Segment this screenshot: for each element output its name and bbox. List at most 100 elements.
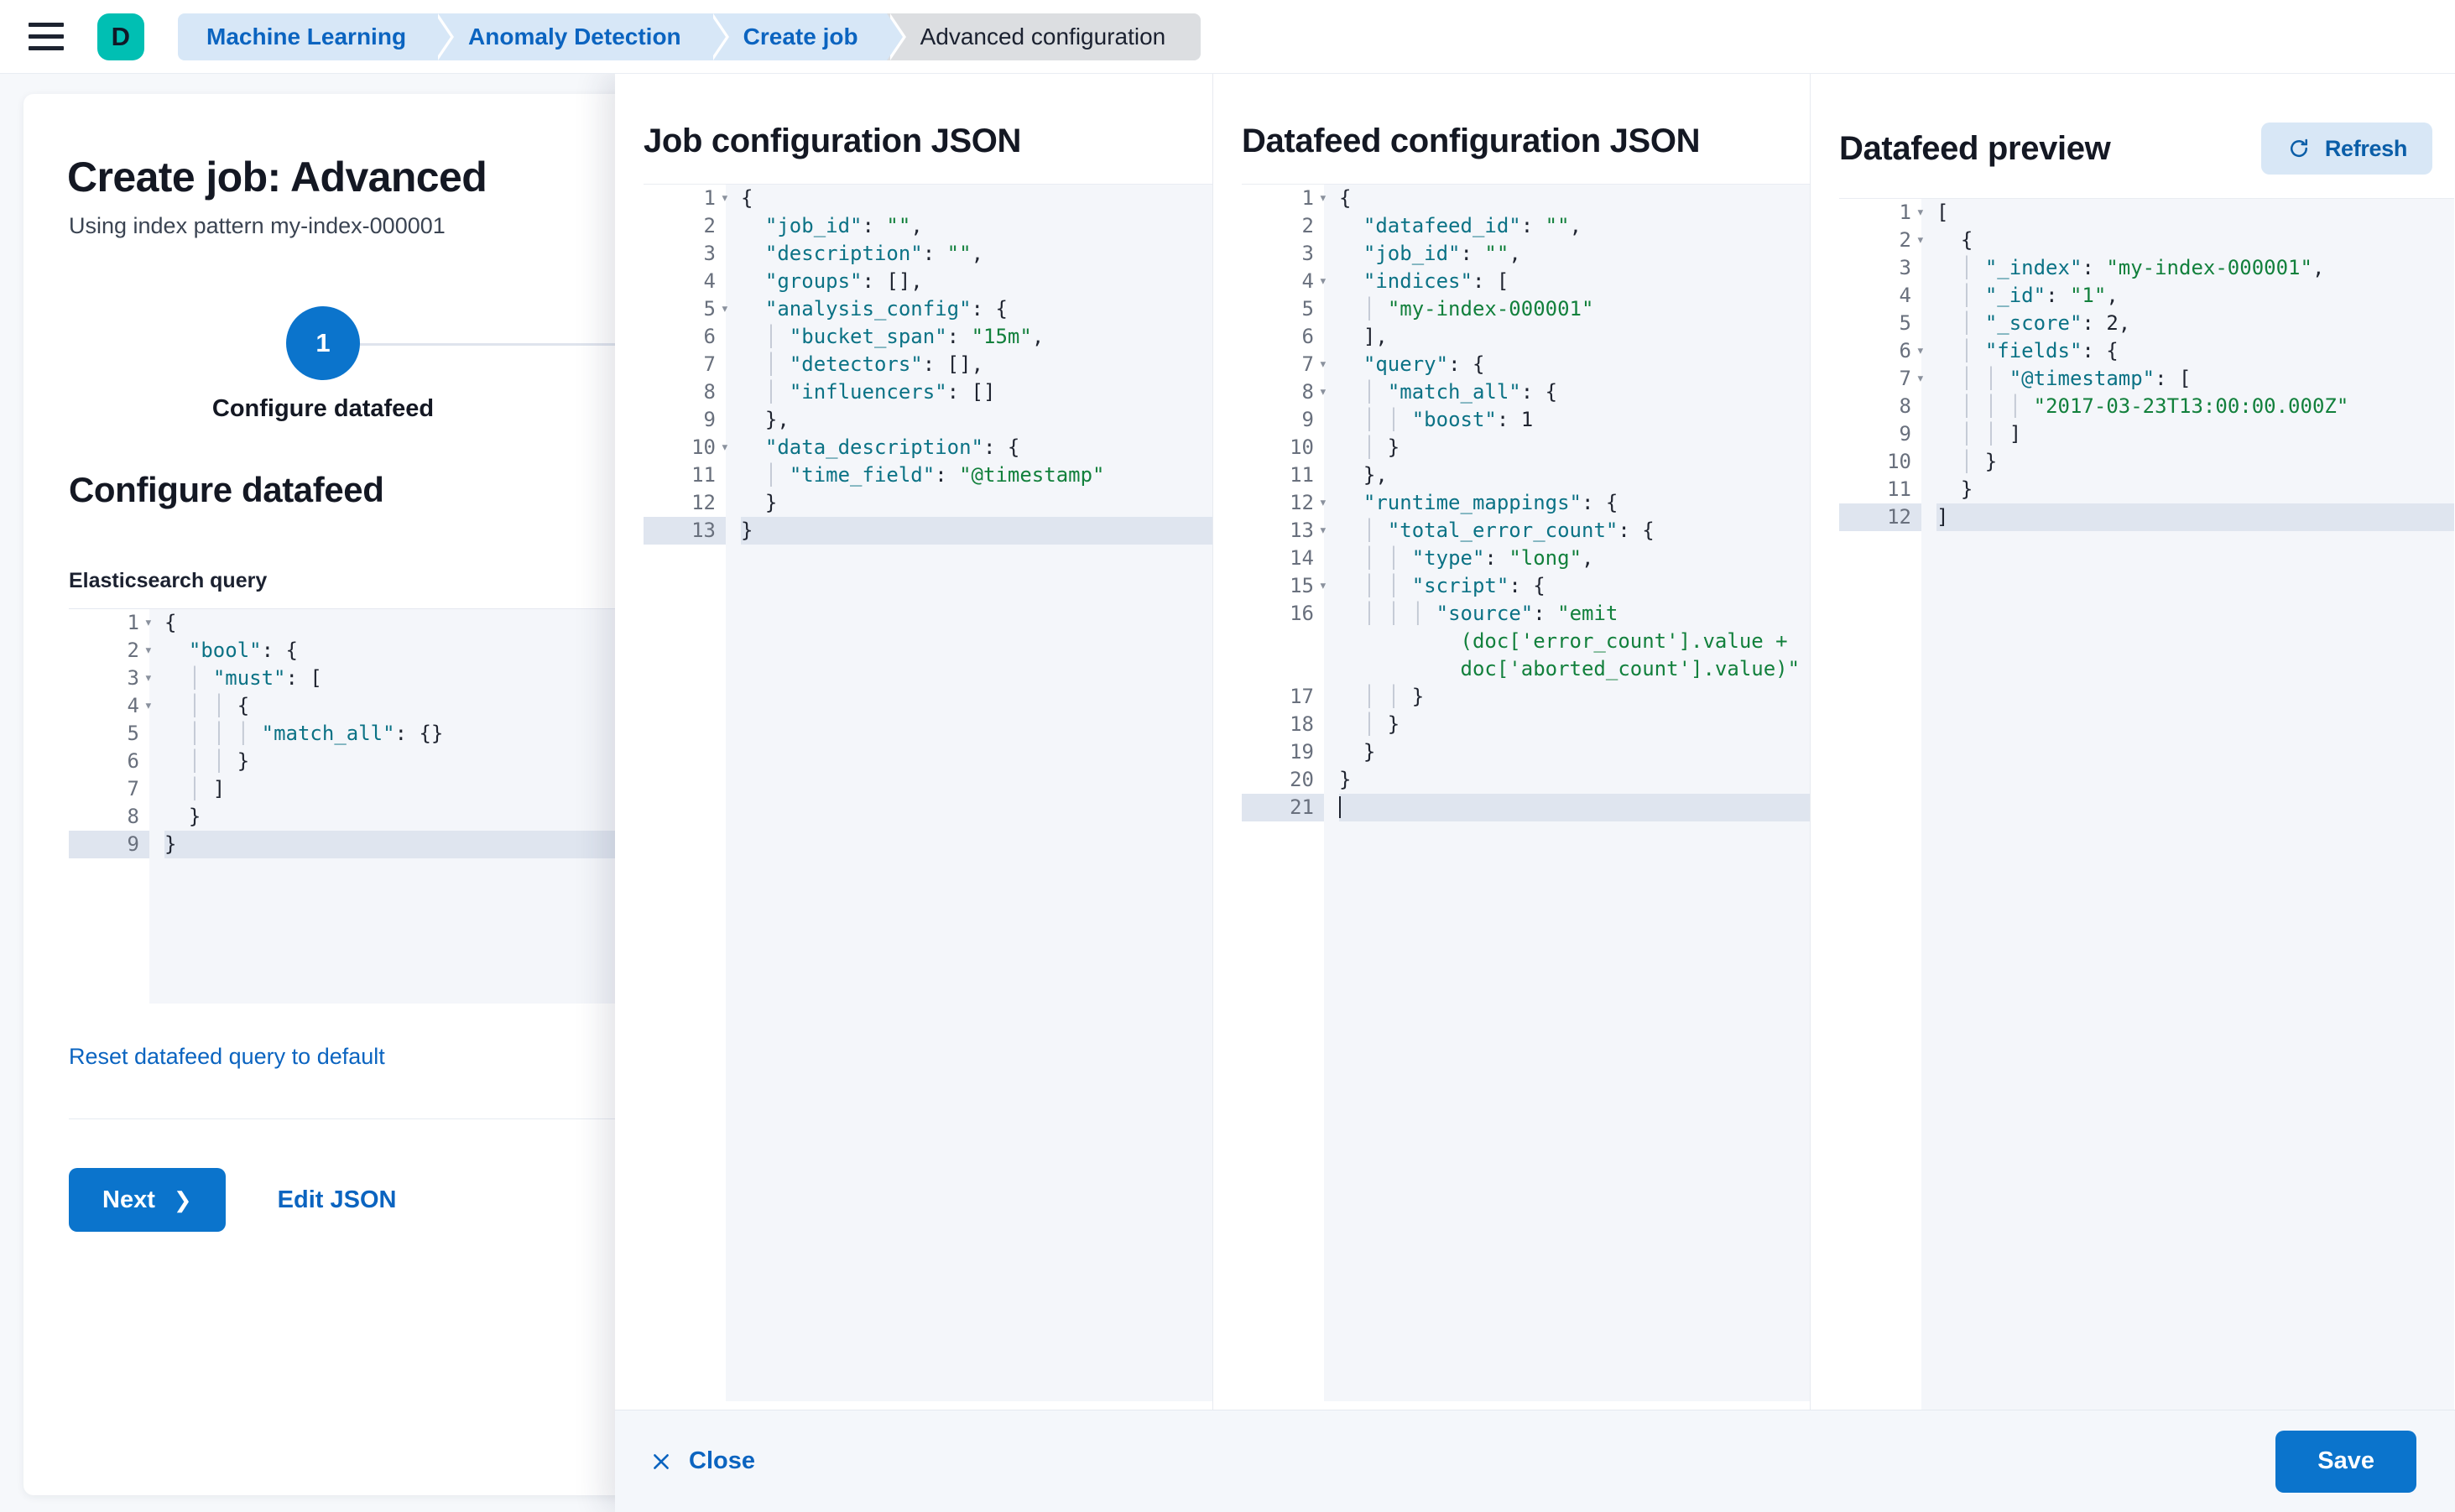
- code-line: "description": "",: [764, 242, 984, 265]
- close-button[interactable]: Close: [650, 1447, 755, 1475]
- code-line: }: [164, 805, 201, 828]
- line-number: 18: [1290, 712, 1314, 736]
- code-line: │ "match_all": {: [1363, 380, 1558, 404]
- code-line: │ │ "@timestamp": [: [1960, 367, 2192, 390]
- line-number: 10: [1290, 435, 1314, 459]
- code-line: "analysis_config": {: [764, 297, 1008, 321]
- code-line: ],: [1339, 325, 1388, 348]
- line-number: 13: [644, 517, 726, 545]
- code-line: │ "time_field": "@timestamp": [764, 463, 1105, 487]
- code-line: │ │ │ "source": "emit (doc['error_count'…: [1339, 602, 1801, 680]
- code-line: │ │ │ "match_all": {}: [188, 722, 444, 745]
- line-number-continued: [1242, 628, 1324, 655]
- code-line: "runtime_mappings": {: [1363, 491, 1618, 514]
- code-line: }: [1339, 768, 1352, 791]
- line-number: 1▾: [1301, 186, 1327, 210]
- code-line: [1339, 794, 1810, 821]
- line-number: 9: [1301, 408, 1314, 431]
- next-button[interactable]: Next ❯: [69, 1168, 226, 1232]
- code-line: "job_id": "",: [1363, 242, 1521, 265]
- editor-code-area[interactable]: { "job_id": "", "description": "", "grou…: [726, 185, 1212, 1401]
- code-line: }: [741, 517, 1212, 545]
- editor-code-area[interactable]: { "datafeed_id": "", "job_id": "", "indi…: [1324, 185, 1810, 1401]
- line-number: 9: [69, 831, 149, 858]
- code-line: │ "fields": {: [1960, 339, 2119, 362]
- line-number: 12: [1839, 503, 1921, 531]
- line-number: 3: [1899, 256, 1911, 279]
- reset-datafeed-query-link[interactable]: Reset datafeed query to default: [69, 1044, 385, 1069]
- line-number: 7▾: [1301, 352, 1327, 376]
- code-line: │ }: [1363, 712, 1400, 736]
- line-number: 8: [1899, 394, 1911, 418]
- hamburger-icon[interactable]: [29, 23, 65, 51]
- line-number: 20: [1290, 768, 1314, 791]
- code-line: }: [741, 491, 778, 514]
- code-line: "job_id": "",: [764, 214, 923, 237]
- line-number: 2▾: [1899, 228, 1925, 252]
- code-line: "indices": [: [1363, 269, 1509, 293]
- line-number: 5▾: [703, 297, 729, 321]
- code-line: │ }: [1960, 450, 1998, 473]
- stepper-step-1-label: Configure datafeed: [211, 395, 435, 422]
- line-number: 12: [691, 491, 716, 514]
- code-line: ]: [1936, 503, 2454, 531]
- next-button-label: Next: [102, 1186, 155, 1213]
- hamburger-bar: [29, 23, 64, 27]
- code-line: │ │ }: [1363, 685, 1425, 708]
- flyout-footer: Close Save: [615, 1410, 2455, 1512]
- stepper-step-1[interactable]: 1: [286, 306, 360, 380]
- edit-json-button[interactable]: Edit JSON: [277, 1186, 397, 1213]
- code-line: │ "my-index-000001": [1363, 297, 1594, 321]
- stepper-connector-line: [324, 343, 879, 346]
- line-number: 2: [1301, 214, 1314, 237]
- code-line: [: [1936, 201, 1949, 224]
- breadcrumb-item-machine-learning[interactable]: Machine Learning: [178, 13, 455, 60]
- code-line: },: [1339, 463, 1388, 487]
- line-number: 4▾: [127, 694, 153, 717]
- refresh-button[interactable]: Refresh: [2260, 123, 2432, 175]
- line-number: 16: [1290, 602, 1314, 625]
- breadcrumb-item-anomaly-detection[interactable]: Anomaly Detection: [435, 13, 729, 60]
- breadcrumb-item-create-job[interactable]: Create job: [709, 13, 906, 60]
- line-number: 8: [127, 805, 139, 828]
- line-number: 15▾: [1290, 574, 1327, 597]
- line-number: 19: [1290, 740, 1314, 764]
- editor-code-area[interactable]: [ { │ "_index": "my-index-000001", │ "_i…: [1921, 199, 2454, 1410]
- avatar[interactable]: D: [97, 13, 144, 60]
- code-line: {: [164, 611, 177, 634]
- line-number: 11: [1290, 463, 1314, 487]
- save-button[interactable]: Save: [2275, 1430, 2416, 1493]
- line-number: 6▾: [1899, 339, 1925, 362]
- line-number: 11: [1887, 477, 1911, 501]
- line-number: 9: [703, 408, 716, 431]
- line-number: 6: [703, 325, 716, 348]
- code-line: │ "bucket_span": "15m",: [764, 325, 1045, 348]
- code-line: "groups": [],: [764, 269, 923, 293]
- page-subtitle: Using index pattern my-index-000001: [69, 213, 446, 238]
- line-number: 4▾: [1301, 269, 1327, 293]
- line-number: 3: [1301, 242, 1314, 265]
- line-number: 17: [1290, 685, 1314, 708]
- line-number: 7▾: [1899, 367, 1925, 390]
- code-line: │ }: [1363, 435, 1400, 459]
- line-number: 5: [1301, 297, 1314, 321]
- line-number: 1▾: [1899, 201, 1925, 224]
- code-line: │ ]: [188, 777, 226, 800]
- line-number: 3: [703, 242, 716, 265]
- code-line: │ │ "boost": 1: [1363, 408, 1534, 431]
- breadcrumb-item-advanced-configuration[interactable]: Advanced configuration: [886, 13, 1201, 60]
- line-number: 9: [1899, 422, 1911, 446]
- code-line: │ │ ]: [1960, 422, 2022, 446]
- code-line: {: [1936, 228, 1973, 252]
- datafeed-preview-heading-row: Datafeed preview Refresh: [1839, 123, 2432, 175]
- code-line: │ │ "type": "long",: [1363, 546, 1594, 570]
- line-number: 10: [1887, 450, 1911, 473]
